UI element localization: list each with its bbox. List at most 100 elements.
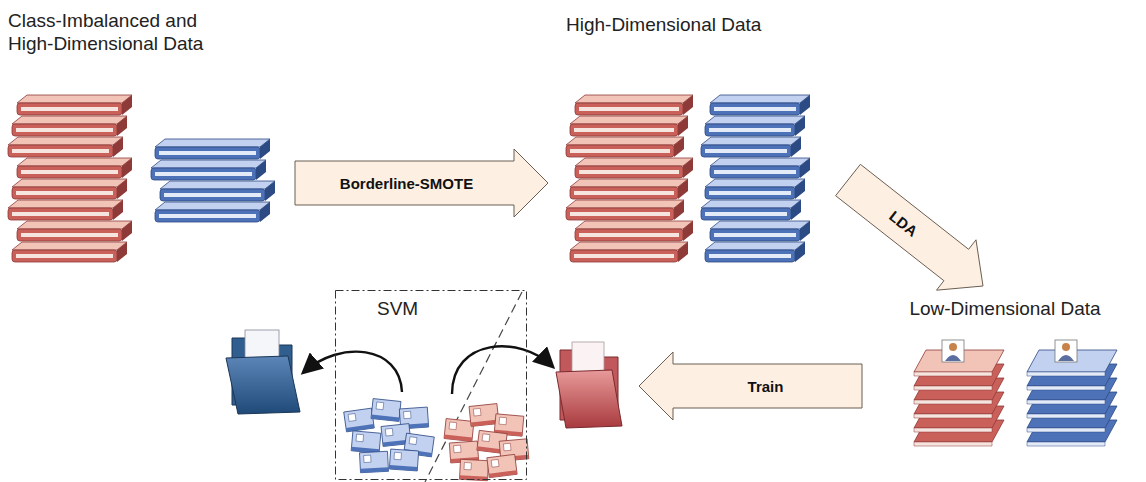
book-side [113,200,123,220]
shape [914,442,992,446]
book-top [155,139,270,147]
book-pages [714,170,796,174]
book-pages [574,254,674,258]
book [705,116,805,136]
shape [1027,400,1105,404]
book-side [800,95,810,115]
book [12,179,127,199]
book-pages [579,233,679,237]
book-cover [575,229,683,241]
book-side [791,200,801,220]
book [575,95,693,115]
book-pages [705,212,787,216]
book-cover [8,145,113,157]
book [710,158,810,178]
book-cover [570,187,678,199]
group-heading: Class-Imbalanced and High-Dimensional Da… [8,10,238,56]
book-top [151,160,266,168]
book-side [117,179,127,199]
person-card [1055,340,1077,362]
book-top [710,158,810,166]
shape [404,411,411,418]
paper-sheet [914,340,1004,376]
book [12,116,127,136]
book-side [265,181,275,201]
book-side [795,179,805,199]
book-cover [17,103,122,115]
book-top [8,200,123,208]
book-top [705,116,805,124]
shape [360,467,388,472]
book-pages [21,233,118,237]
book-side [256,160,266,180]
output-arrow [452,346,552,394]
book [575,221,693,241]
shape [371,399,401,422]
book-pages [709,191,791,195]
book [566,200,684,220]
book-cover [701,145,791,157]
book-cover [710,229,800,241]
group-heading: Low-Dimensional Data [868,298,1142,321]
shape [371,415,399,422]
book-side [122,221,132,241]
shape [1027,442,1105,446]
book-cover [710,166,800,178]
book-side [800,158,810,178]
book [566,137,684,157]
sample-card [371,399,401,422]
sample-card [344,408,375,432]
book-pages [155,172,252,176]
sample-card [444,419,474,442]
shape [394,452,401,459]
book-pages [574,191,674,195]
paper-sheet [1027,340,1117,376]
book-top [710,221,810,229]
shape [459,459,488,480]
person-head [1062,343,1070,351]
shape [1027,414,1105,418]
shape [914,386,992,390]
book [705,242,805,262]
book-pages [574,128,674,132]
book-top [575,95,693,103]
book-side [122,158,132,178]
book-cover [151,168,256,180]
book-pages [709,254,791,258]
book-side [122,95,132,115]
book-pages [12,149,109,153]
book-pages [16,191,113,195]
person-head [949,343,957,351]
sample-card [351,431,381,453]
book-cover [12,124,117,136]
book-cover [8,208,113,220]
book-side [678,179,688,199]
shape [482,434,490,442]
book-top [17,95,132,103]
book [710,95,810,115]
book-cover [570,124,678,136]
step-label: Borderline-SMOTE [340,175,473,192]
book-top [701,137,801,145]
book [17,95,132,115]
book-pages [164,193,261,197]
book-pages [21,170,118,174]
book-side [113,137,123,157]
shape [473,408,481,416]
sample-card [389,449,418,471]
book-side [800,221,810,241]
book-pages [579,107,679,111]
group-heading: SVM [377,298,457,321]
book-side [683,158,693,178]
book-top [570,116,688,124]
book-cover [705,124,795,136]
book-pages [16,254,113,258]
book [570,179,688,199]
book-pages [12,212,109,216]
step-label: Train [748,378,784,395]
book-cover [705,250,795,262]
group-heading: High-Dimensional Data [566,14,802,37]
shape [503,443,511,451]
book-pages [579,170,679,174]
shape [344,408,375,432]
